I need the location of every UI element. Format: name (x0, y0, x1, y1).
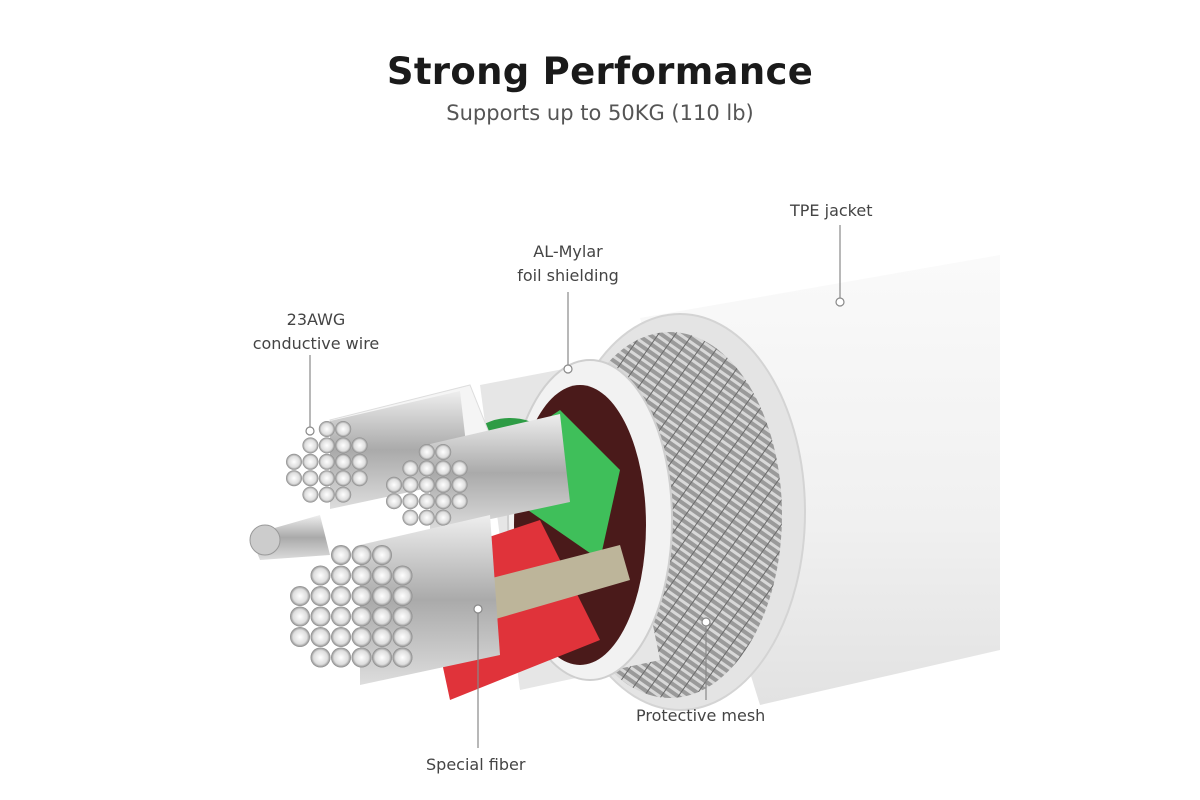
wire-strand (351, 647, 372, 668)
label-wire-line2: conductive wire (252, 334, 380, 353)
wire-strand (386, 493, 402, 510)
wire-strand (372, 606, 392, 627)
wire-strand (351, 606, 372, 627)
wire-strand (372, 647, 392, 668)
wire-strand (335, 486, 352, 503)
wire-strand (335, 453, 352, 470)
wire-strand (372, 545, 392, 565)
wire-strand (335, 421, 352, 437)
wire-strand (392, 647, 413, 668)
wire-strand (351, 470, 368, 487)
wire-strand (335, 470, 352, 487)
label-special-fiber: Special fiber (426, 755, 526, 774)
wire-strand (372, 586, 392, 606)
wire-strand (318, 437, 335, 454)
wire-strand (318, 470, 335, 487)
wire-strand (290, 606, 310, 627)
wire-strand (351, 586, 372, 606)
label-wire-line1: 23AWG (286, 310, 346, 329)
wire-strand (392, 627, 413, 647)
wire-strand (435, 444, 452, 460)
wire-strand (331, 565, 351, 586)
wire-strand (290, 627, 310, 647)
wire-strand (351, 627, 372, 647)
leader-lines (305, 225, 845, 748)
wire-strand (302, 486, 319, 503)
wire-strand (435, 509, 452, 526)
wire-strand (331, 586, 351, 606)
wire-strand (331, 606, 351, 627)
wire-strand (318, 486, 335, 503)
wire-strand (418, 444, 435, 460)
wire-strand (386, 476, 402, 493)
wire-strand (372, 565, 392, 586)
wire-strand (372, 627, 392, 647)
wire-strand (435, 476, 452, 493)
wire-strand (286, 453, 302, 470)
wire-strand (310, 565, 331, 586)
conductive-wire-bundles (286, 391, 570, 685)
wire-strand (392, 565, 413, 586)
label-tpe-jacket: TPE jacket (790, 201, 873, 220)
label-conductive-wire: 23AWG conductive wire (236, 308, 396, 356)
wire-strand (302, 453, 319, 470)
wire-strand (335, 437, 352, 454)
wire-strand (435, 460, 452, 477)
wire-strand (331, 647, 351, 668)
wire-strand (392, 606, 413, 627)
wire-strand (302, 437, 319, 454)
wire-strand (290, 586, 310, 606)
label-foil-shielding: AL-Mylar foil shielding (498, 240, 638, 288)
wire-strand (418, 460, 435, 477)
wire-strand (286, 470, 302, 487)
wire-strand (351, 437, 368, 454)
wire-strand (318, 453, 335, 470)
wire-strand (402, 476, 419, 493)
wire-strand (392, 586, 413, 606)
wire-strand (351, 453, 368, 470)
wire-strand (402, 509, 419, 526)
page-title: Strong Performance (386, 50, 814, 93)
wire-strand (402, 460, 419, 477)
wire-strand (418, 509, 435, 526)
label-foil-line1: AL-Mylar (533, 242, 603, 261)
wire-strand (310, 627, 331, 647)
wire-bundle-large (290, 515, 500, 685)
wire-strand (451, 476, 468, 493)
label-protective-mesh: Protective mesh (636, 706, 766, 725)
wire-strand (331, 627, 351, 647)
wire-strand (402, 493, 419, 510)
label-foil-line2: foil shielding (517, 266, 619, 285)
wire-strand (351, 565, 372, 586)
wire-bundle-middle (386, 414, 570, 532)
wire-strand (318, 421, 335, 437)
wire-strand (310, 606, 331, 627)
wire-strand (302, 470, 319, 487)
wire-strand (310, 586, 331, 606)
wire-strand (310, 647, 331, 668)
wire-strand (418, 493, 435, 510)
wire-strand (435, 493, 452, 510)
wire-strand (331, 545, 351, 565)
wire-strand (351, 545, 372, 565)
page-subtitle: Supports up to 50KG (110 lb) (446, 101, 754, 125)
wire-strand (451, 493, 468, 510)
wire-strand (451, 460, 468, 477)
wire-strand (418, 476, 435, 493)
